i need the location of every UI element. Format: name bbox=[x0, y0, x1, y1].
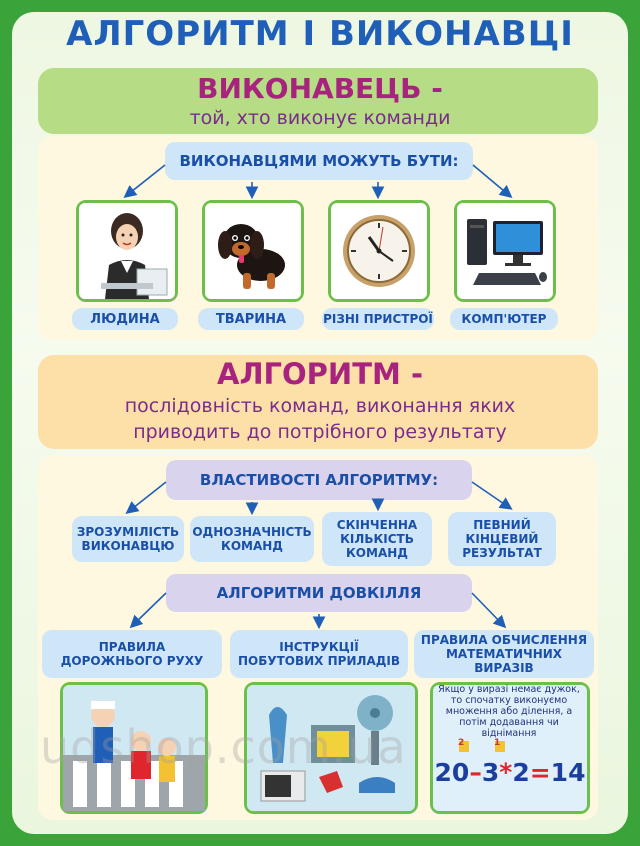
executor-card-clock bbox=[328, 200, 430, 302]
dog-icon bbox=[205, 203, 301, 299]
properties-heading-pill: ВЛАСТИВОСТІ АЛГОРИТМУ: bbox=[166, 460, 472, 500]
executor-label-animal: ТВАРИНА bbox=[198, 308, 304, 330]
properties-heading: ВЛАСТИВОСТІ АЛГОРИТМУ: bbox=[199, 470, 439, 489]
executor-band bbox=[38, 68, 598, 134]
env-card-road bbox=[60, 682, 208, 814]
algorithm-definition-line2: приводить до потрібного результату bbox=[133, 421, 507, 443]
math-icon bbox=[433, 685, 587, 811]
environment-heading: АЛГОРИТМИ ДОВКІЛЛЯ bbox=[216, 583, 422, 602]
algorithm-definition-line1: послідовність команд, виконання яких bbox=[124, 395, 516, 417]
poster-title: АЛГОРИТМ І ВИКОНАВЦІ bbox=[66, 14, 574, 54]
executor-label-computer: КОМП'ЮТЕР bbox=[450, 308, 558, 330]
road-crossing-icon bbox=[63, 685, 205, 811]
executor-card-computer bbox=[454, 200, 556, 302]
watermark: udshop.com.ua bbox=[40, 720, 407, 774]
math-rule-note: Якщо у виразі немає дужок, то спочатку в… bbox=[438, 684, 580, 739]
person-icon bbox=[79, 203, 175, 299]
env-card-appliances bbox=[244, 682, 418, 814]
executor-definition: той, хто виконує команди bbox=[189, 107, 451, 129]
executors-can-be-label: ВИКОНАВЦЯМИ МОЖУТЬ БУТИ: bbox=[179, 151, 459, 170]
env-card-math bbox=[430, 682, 590, 814]
executor-card-dog bbox=[202, 200, 304, 302]
clock-icon bbox=[331, 203, 427, 299]
executor-label-person: ЛЮДИНА bbox=[72, 308, 178, 330]
appliances-icon bbox=[247, 685, 415, 811]
math-equation: 20–3*2=14 bbox=[434, 758, 586, 787]
algorithm-heading: АЛГОРИТМ - bbox=[217, 357, 423, 391]
computer-icon bbox=[457, 203, 553, 299]
algorithm-band bbox=[38, 355, 598, 449]
executors-can-be-pill: ВИКОНАВЦЯМИ МОЖУТЬ БУТИ: bbox=[165, 142, 473, 180]
executor-heading: ВИКОНАВЕЦЬ - bbox=[197, 72, 443, 105]
math-order-1: 1 bbox=[494, 738, 501, 748]
executor-label-devices: РІЗНІ ПРИСТРОЇ bbox=[322, 308, 434, 330]
executor-card-person bbox=[76, 200, 178, 302]
math-order-2: 2 bbox=[458, 738, 465, 748]
environment-heading-pill: АЛГОРИТМИ ДОВКІЛЛЯ bbox=[166, 574, 472, 612]
